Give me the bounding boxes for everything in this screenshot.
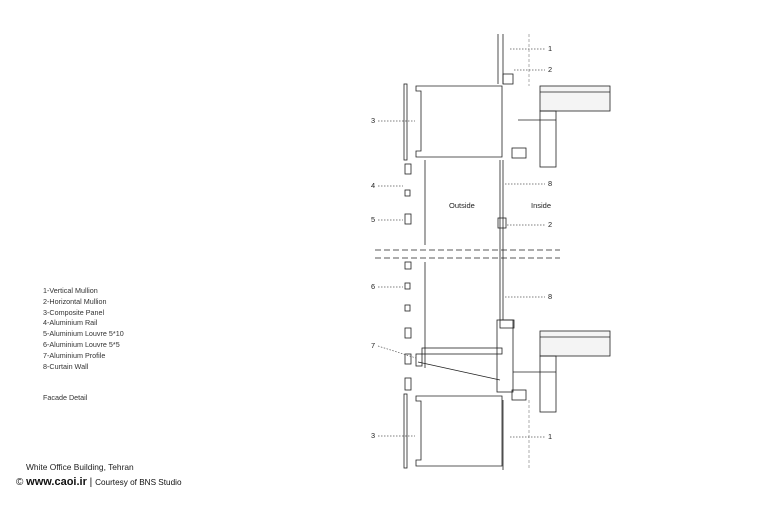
callout-3-bottom: 3: [371, 431, 376, 440]
callout-8-upper: 8: [548, 179, 553, 188]
panel-edge-upper: [403, 83, 408, 161]
curtain-wall-lower-frame: [496, 319, 514, 393]
horizontal-mullion-top: [502, 73, 514, 85]
floor-slab-lower: [539, 330, 611, 357]
legend-item: 8-Curtain Wall: [43, 361, 89, 371]
horizontal-mullion-upper: [511, 147, 527, 159]
callout-3-top: 3: [371, 116, 376, 125]
courtesy-text: Courtesy of BNS Studio: [95, 478, 182, 487]
callout-6: 6: [371, 282, 376, 291]
floor-slab-upper: [539, 85, 611, 112]
composite-panel-lower: [415, 395, 503, 467]
aluminium-profile: [421, 347, 503, 355]
louvre-upper-1: [404, 163, 412, 175]
legend-item: 7-Aluminium Profile: [43, 350, 106, 360]
outside-label: Outside: [449, 201, 475, 210]
inside-label: Inside: [531, 201, 552, 210]
credit-separator: |: [89, 477, 93, 488]
composite-panel-upper: [415, 85, 503, 158]
louvre-lower-3: [404, 304, 411, 312]
horizontal-mullion-mid: [497, 217, 507, 229]
leader-7: [377, 345, 417, 359]
louvre-lower-4: [404, 327, 412, 339]
legend-item: 1-Vertical Mullion: [43, 286, 98, 295]
callout-5: 5: [371, 215, 376, 224]
callout-1-bottom: 1: [548, 432, 553, 441]
callout-7: 7: [371, 341, 376, 350]
louvre-lower-6: [404, 377, 412, 391]
drawing-caption: Facade Detail: [43, 393, 88, 402]
steel-beam-upper: [539, 110, 557, 168]
copyright-icon: ©: [16, 477, 24, 488]
callout-4: 4: [371, 181, 376, 190]
callout-2-top: 2: [548, 65, 553, 74]
legend-item: 3-Composite Panel: [43, 307, 105, 317]
legend: 1-Vertical Mullion 2-Horizontal Mullion …: [43, 286, 124, 372]
callout-8-lower: 8: [548, 292, 553, 301]
credit-line: © www.caoi.ir | Courtesy of BNS Studio: [16, 476, 182, 488]
project-title: White Office Building, Tehran: [26, 462, 134, 472]
louvre-lower-5: [404, 353, 412, 365]
callout-1-top: 1: [548, 44, 553, 53]
callout-2-mid: 2: [548, 220, 553, 229]
site-link[interactable]: www.caoi.ir: [26, 476, 87, 488]
louvre-lower-1: [404, 261, 412, 270]
louvre-upper-3: [404, 213, 412, 225]
louvre-lower-2: [404, 282, 411, 290]
horizontal-mullion-lower: [499, 319, 515, 329]
profile-brace: [417, 361, 501, 381]
horizontal-mullion-bottom: [511, 389, 527, 401]
profile-bracket: [415, 353, 423, 367]
steel-beam-lower: [539, 355, 557, 413]
legend-item: 2-Horizontal Mullion: [43, 296, 107, 306]
panel-edge-lower: [403, 393, 408, 469]
legend-item: 5-Aluminium Louvre 5*10: [43, 329, 124, 339]
legend-item: 6-Aluminium Louvre 5*5: [43, 339, 120, 349]
louvre-upper-2: [404, 189, 411, 197]
legend-item: 4-Aluminium Rail: [43, 318, 98, 328]
